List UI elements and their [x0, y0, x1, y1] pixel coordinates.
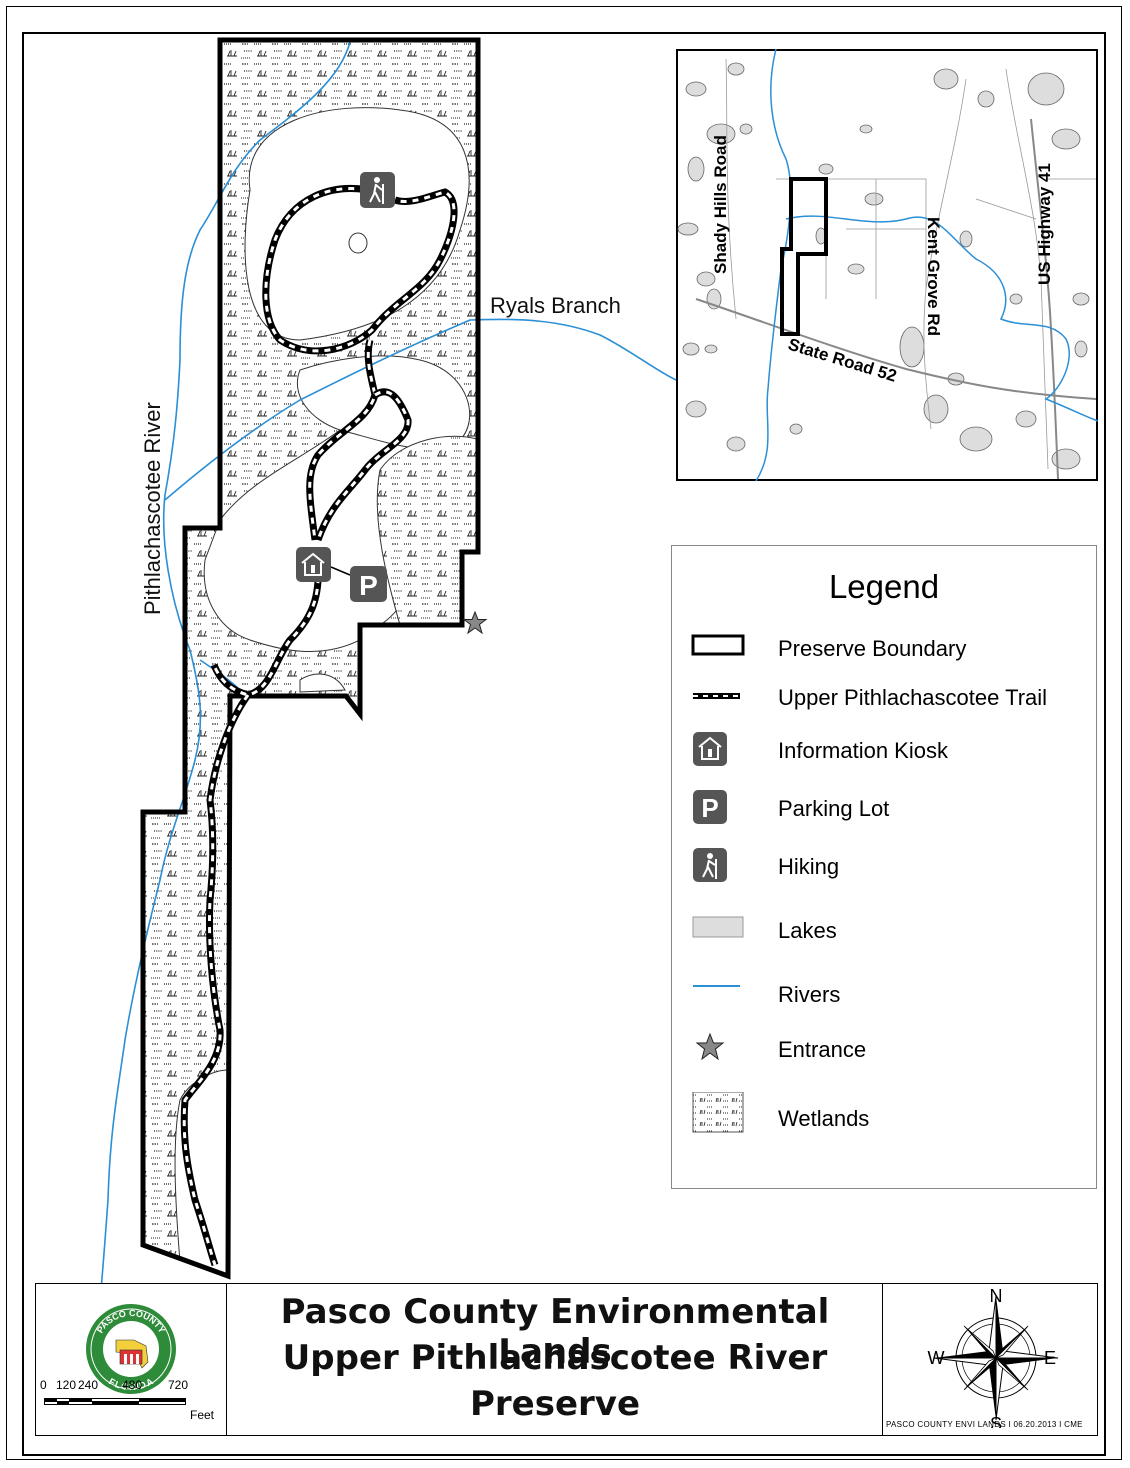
- divider: [226, 1284, 227, 1435]
- svg-text:S: S: [990, 1414, 1002, 1428]
- map-frame: [22, 32, 1106, 1456]
- lake-icon: [692, 916, 744, 938]
- legend-item-lakes: Lakes: [672, 908, 1096, 948]
- credit-text: PASCO COUNTY ENVI LANDS I 06.20.2013 I C…: [886, 1420, 1083, 1429]
- kiosk-icon[interactable]: [296, 547, 331, 582]
- river-icon: [693, 985, 740, 987]
- preserve-boundary: [140, 37, 481, 1280]
- inset-map: Shady Hills Road Kent Grove Rd US Highwa…: [676, 49, 1098, 481]
- parking-icon[interactable]: P: [350, 566, 387, 602]
- wetland-icon: [692, 1092, 744, 1133]
- county-seal-logo: PASCO COUNTY FLORIDA: [86, 1304, 176, 1394]
- kiosk-icon: [693, 732, 727, 766]
- ryals-branch-label: Ryals Branch: [490, 293, 621, 318]
- outer-frame: [6, 6, 1122, 1460]
- legend-item-rivers: Rivers: [672, 972, 1096, 1012]
- legend: Legend Preserve Boundary Upper Pithlacha…: [671, 545, 1097, 1189]
- entrance-star-icon[interactable]: [462, 610, 488, 635]
- legend-item-wetlands: Wetlands: [672, 1092, 1096, 1136]
- star-icon: [695, 1032, 725, 1061]
- legend-item-hiking: Hiking: [672, 844, 1096, 884]
- parking-icon: P: [693, 790, 727, 824]
- title-line-1: Pasco County Environmental Lands: [280, 1292, 830, 1372]
- kent-grove-road-label: Kent Grove Rd: [924, 217, 943, 336]
- svg-text:FLORIDA: FLORIDA: [107, 1376, 155, 1392]
- compass-rose-icon: N S E W: [928, 1288, 1059, 1428]
- scale-bar: 0 120 240 480 720 Feet: [40, 1378, 215, 1422]
- shady-hills-road-label: Shady Hills Road: [711, 135, 730, 274]
- sr52-road: [695, 298, 1097, 400]
- trail-icon: [693, 693, 740, 699]
- title-block: PASCO COUNTY FLORIDA 0 120 240 480 720 F…: [35, 1283, 1098, 1436]
- divider: [882, 1284, 883, 1435]
- legend-item-kiosk: Information Kiosk: [672, 728, 1096, 768]
- svg-text:P: P: [359, 570, 378, 601]
- legend-item-parking: P Parking Lot: [672, 786, 1096, 826]
- hiking-icon[interactable]: [360, 172, 395, 208]
- svg-text:E: E: [1044, 1348, 1056, 1368]
- title-line-3: Preserve: [469, 1384, 641, 1424]
- boundary-icon: [691, 634, 745, 656]
- svg-text:N: N: [990, 1288, 1003, 1306]
- title-line-2: Upper Pithlachascotee River: [282, 1338, 828, 1378]
- legend-item-boundary: Preserve Boundary: [672, 626, 1096, 666]
- svg-text:P: P: [701, 793, 718, 823]
- svg-text:W: W: [928, 1348, 945, 1368]
- inset-local-roads: [725, 58, 1096, 470]
- hiking-icon: [693, 848, 727, 882]
- trail: [180, 185, 458, 1267]
- inset-preserve-boundary: [780, 177, 828, 336]
- river-west-label: Pithlachascotee River: [140, 402, 165, 615]
- legend-item-trail: Upper Pithlachascotee Trail: [672, 675, 1096, 715]
- us-highway-41-label: US Highway 41: [1035, 163, 1054, 285]
- legend-item-entrance: Entrance: [672, 1027, 1096, 1067]
- legend-title: Legend: [828, 568, 940, 605]
